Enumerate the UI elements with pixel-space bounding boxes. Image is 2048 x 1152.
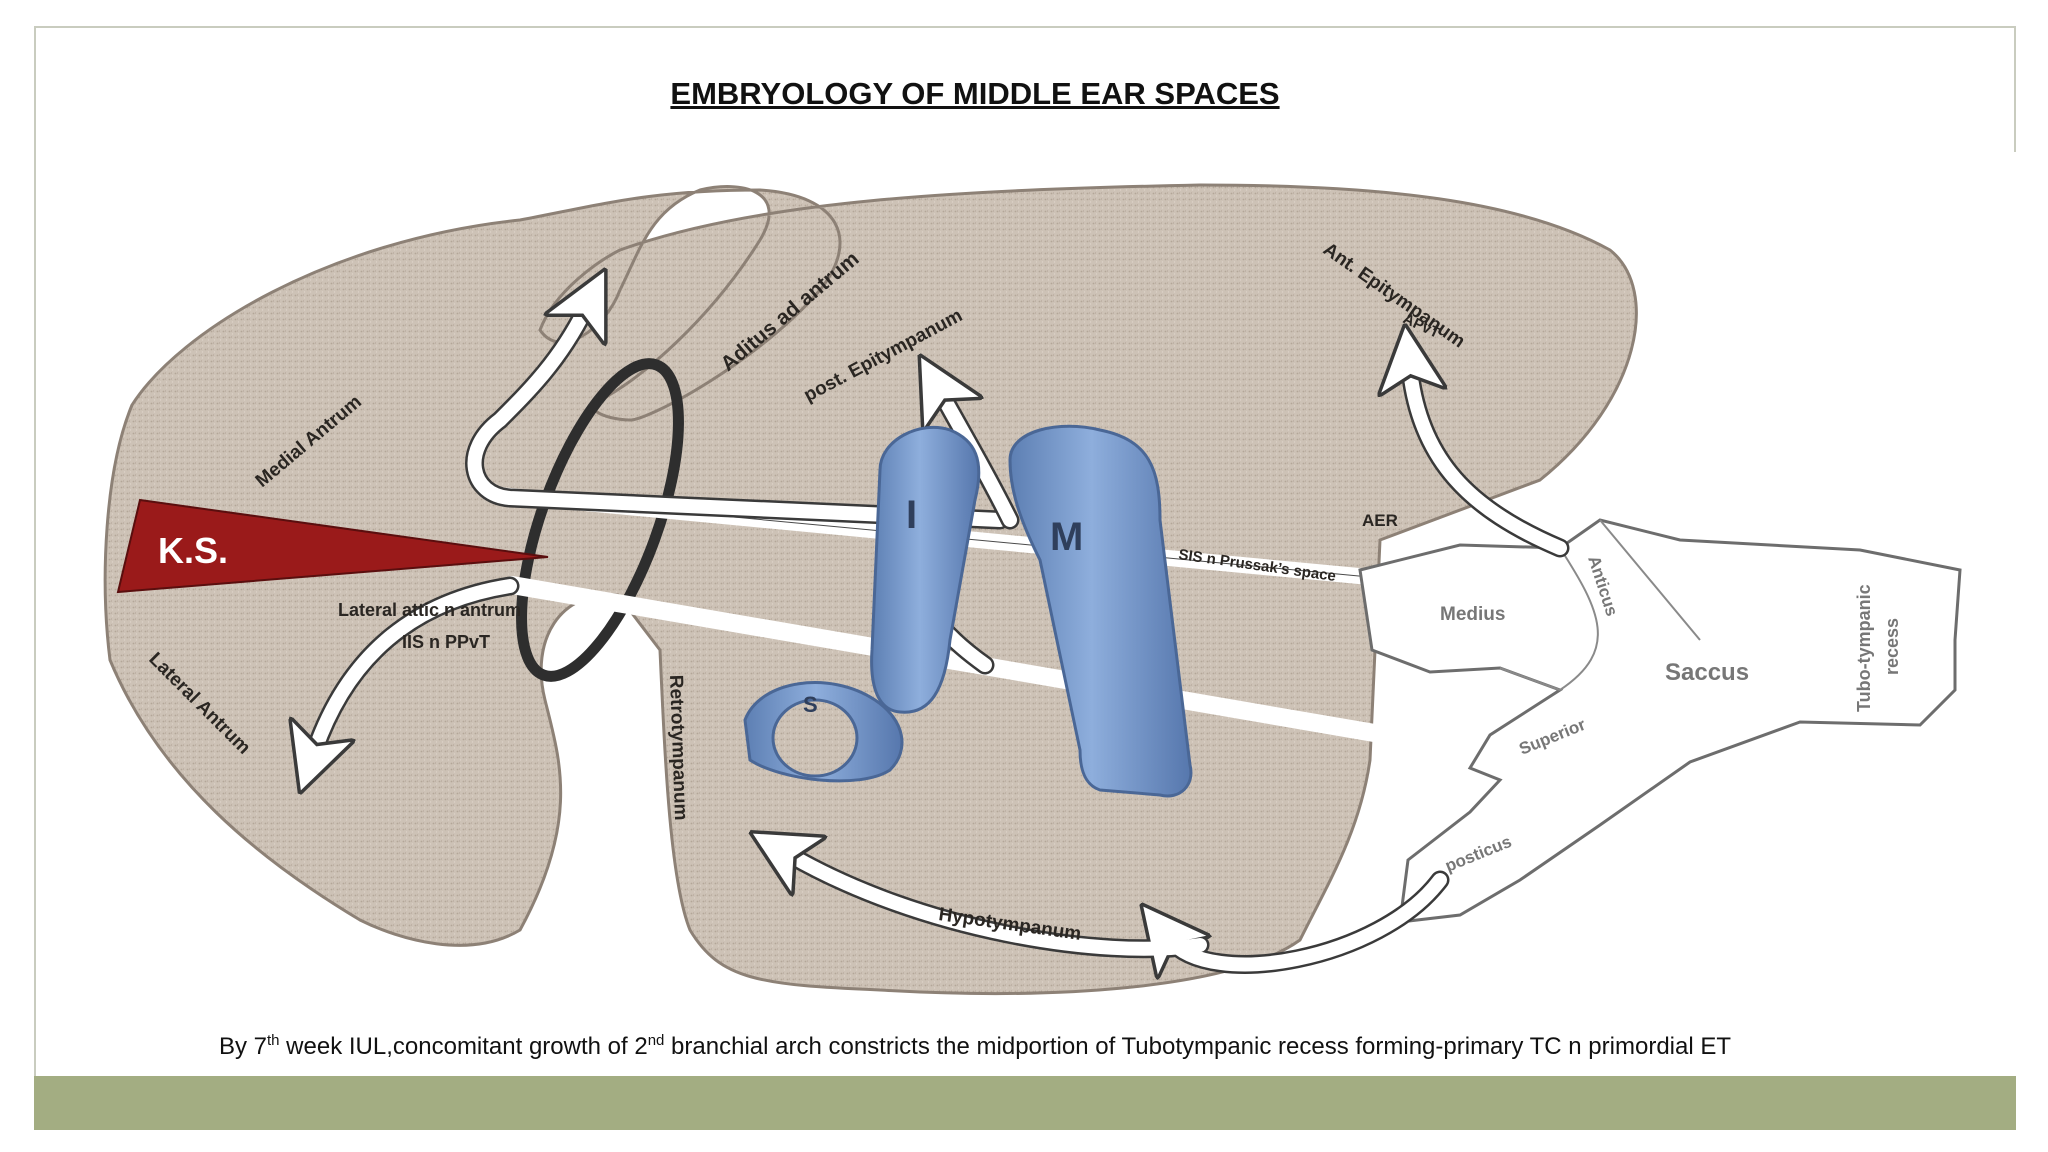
label-malleus: M [1050, 515, 1083, 559]
label-retrotympanum: Retrotympanum [665, 674, 691, 820]
incus-ossicle [870, 425, 981, 714]
malleus-ossicle [1008, 424, 1193, 798]
label-tubo-line1: Tubo-tympanic [1854, 584, 1874, 712]
label-ks: K.S. [158, 530, 228, 571]
label-aer: AER [1362, 511, 1398, 530]
middle-ear-cavity [103, 183, 1638, 995]
caption-part-2: week IUL,concomitant growth of 2 [279, 1033, 648, 1060]
caption-sup-2: nd [647, 1032, 665, 1049]
caption-part-1: By 7 [218, 1033, 267, 1060]
label-lateral-attic-line2: IIS n PPvT [402, 632, 490, 652]
label-saccus: Saccus [1665, 659, 1749, 686]
label-lateral-attic-line1: Lateral attic n antrum [338, 600, 521, 620]
caption-part-3: branchial arch constricts the midportion… [664, 1033, 1732, 1060]
slide-frame-top [34, 26, 2016, 28]
channel-lower [503, 576, 1529, 767]
caption-sup-1: th [267, 1032, 280, 1049]
ks-wedge [116, 498, 549, 594]
label-tubo-line2: recess [1882, 618, 1902, 675]
label-incus: I [906, 493, 917, 537]
slide-frame-right [2014, 26, 2016, 152]
saccus-shape [1358, 518, 1962, 924]
footer-bar [34, 1076, 2016, 1130]
slide-title: EMBRYOLOGY OF MIDDLE EAR SPACES [670, 76, 1280, 111]
slide-caption: By 7th week IUL,concomitant growth of 2n… [0, 1032, 1950, 1061]
label-medius: Medius [1440, 604, 1505, 625]
label-stapes: S [803, 692, 818, 717]
slide-frame-left [34, 26, 36, 1076]
stapes-ossicle [743, 681, 904, 783]
saccus-inner-lines [1499, 519, 1701, 691]
